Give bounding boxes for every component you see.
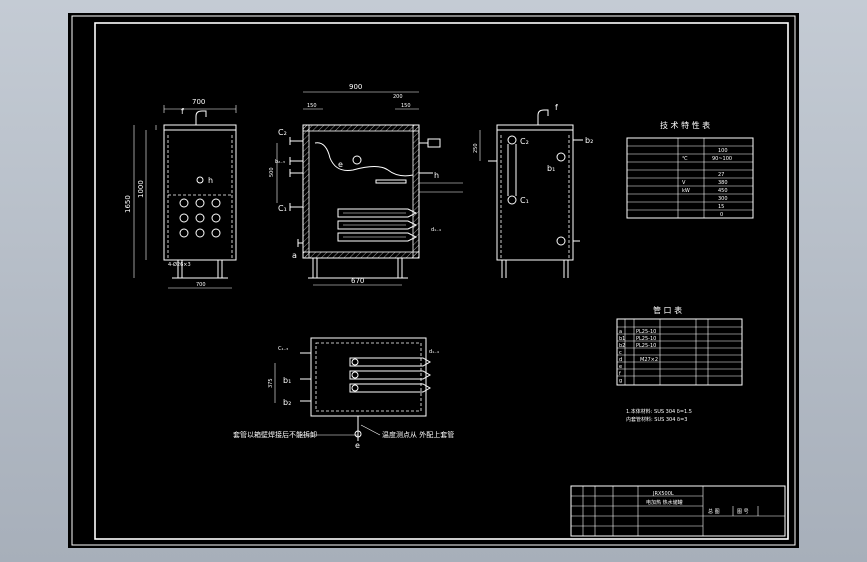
title-block: JRX500L 电加热 热水储罐 总 图 图 号 <box>570 485 786 537</box>
dim-front-offset-left: 150 <box>307 103 317 109</box>
nz-5: e <box>619 364 622 370</box>
title-sub: 电加热 热水储罐 <box>646 499 683 506</box>
label-d14-plan: d₁₋₄ <box>429 349 439 355</box>
dim-front-offset-right: 150 <box>401 103 411 109</box>
label-b23-front: b₂₋₃ <box>275 159 285 165</box>
tech-val-3: 27 <box>718 172 724 178</box>
label-e-plan: e <box>355 441 360 450</box>
label-c2-right: C₂ <box>520 137 529 146</box>
material-note-2: 内套管材料: SUS 304 δ=3 <box>626 416 687 423</box>
label-h-left: h <box>208 176 213 185</box>
label-f-right: f <box>555 103 558 112</box>
tech-val-1: 90~100 <box>712 156 732 162</box>
label-f-left: f <box>181 107 184 116</box>
technical-characteristics-table: 技 术 特 性 表 ℃ 100 90~100 27 V 380 kW 450 3… <box>626 120 754 219</box>
heater-hole-grid <box>179 198 221 238</box>
label-d14-front: d₁₋₄ <box>431 227 441 233</box>
dim-front-side: 500 <box>269 167 275 177</box>
tech-table-title: 技 术 特 性 表 <box>660 120 710 130</box>
nz-1: b1 <box>619 336 625 342</box>
title-name: JRX500L <box>652 491 674 497</box>
label-c13-plan: C₁₋₃ <box>278 346 288 352</box>
left-view: 700 f h 700 1650 1000 4-Ø26×3 <box>124 98 237 289</box>
outer-frame <box>71 15 796 546</box>
label-b1-right: b₁ <box>547 164 555 173</box>
tech-val-6: 300 <box>718 196 728 202</box>
front-section-view: 900 150 150 200 e C₂ b₂₋₃ <box>269 83 463 286</box>
dim-front-bottom: 670 <box>351 277 364 285</box>
title-right2: 图 号 <box>737 509 749 515</box>
tech-val-5: 450 <box>718 188 728 194</box>
nz-std-4: M27×2 <box>640 357 658 363</box>
nz-3: c <box>619 350 622 356</box>
label-c2-front: C₂ <box>278 128 287 137</box>
dim-left-body-height: 1000 <box>137 180 145 198</box>
tech-unit-4: V <box>682 180 686 186</box>
tech-val-7: 15 <box>718 204 724 210</box>
nz-std-2: PL25-10 <box>636 343 656 349</box>
tech-val-0: 100 <box>718 148 728 154</box>
plan-view: C₁₋₃ b₁ b₂ d₁₋₄ 375 e 套管以箱壁焊接后不能拆卸 温度测点从… <box>233 337 454 450</box>
dim-left-total-height: 1650 <box>124 195 132 213</box>
label-h-front: h <box>434 171 439 180</box>
label-c1-front: C₁ <box>278 204 287 213</box>
label-e-front: e <box>338 160 343 169</box>
nz-0: a <box>619 329 622 335</box>
note-left: 套管以箱壁焊接后不能拆卸 <box>233 430 317 439</box>
cad-drawing: 700 f h 700 1650 1000 4-Ø26×3 900 150 <box>71 15 796 546</box>
tech-unit-1: ℃ <box>682 156 688 162</box>
title-right1: 总 图 <box>708 508 720 515</box>
nz-7: g <box>619 378 622 384</box>
tech-unit-5: kW <box>682 188 690 194</box>
nz-std-1: PL25-10 <box>636 336 656 342</box>
label-b1-plan: b₁ <box>283 376 291 385</box>
nz-4: d <box>619 357 622 363</box>
nz-6: f <box>619 371 621 377</box>
right-view: f C₂ b₁ C₁ b₂ 250 <box>473 103 593 278</box>
dim-front-right-top: 200 <box>393 94 403 100</box>
plan-heater-rods <box>349 357 432 393</box>
tech-val-8: 0 <box>720 212 723 218</box>
note-right: 温度测点从 外配上套管 <box>382 430 454 439</box>
tech-val-4: 380 <box>718 180 728 186</box>
label-a-front: a <box>292 251 297 260</box>
bolt-note: 4-Ø26×3 <box>168 261 191 268</box>
nz-std-0: PL25-10 <box>636 329 656 335</box>
label-c1-right: C₁ <box>520 196 529 205</box>
heater-rods <box>337 208 418 242</box>
nozzle-table: 管 口 表 a b1 b2 c d e f g PL25-10 PL25-10 … <box>616 305 743 386</box>
dim-plan-375: 375 <box>268 378 274 388</box>
dim-left-width: 700 <box>192 98 205 106</box>
label-b2-plan: b₂ <box>283 398 291 407</box>
material-note-1: 1.本体材料: SUS 304 δ=1.5 <box>626 408 692 415</box>
dim-right-250: 250 <box>473 143 479 153</box>
label-b2-right: b₂ <box>585 136 593 145</box>
nozzle-table-title: 管 口 表 <box>653 305 682 315</box>
nz-2: b2 <box>619 343 625 349</box>
dim-front-width: 900 <box>349 83 362 91</box>
dim-left-bottom: 700 <box>196 282 206 288</box>
drawing-sheet: 700 f h 700 1650 1000 4-Ø26×3 900 150 <box>68 13 799 548</box>
inner-frame <box>94 22 789 540</box>
